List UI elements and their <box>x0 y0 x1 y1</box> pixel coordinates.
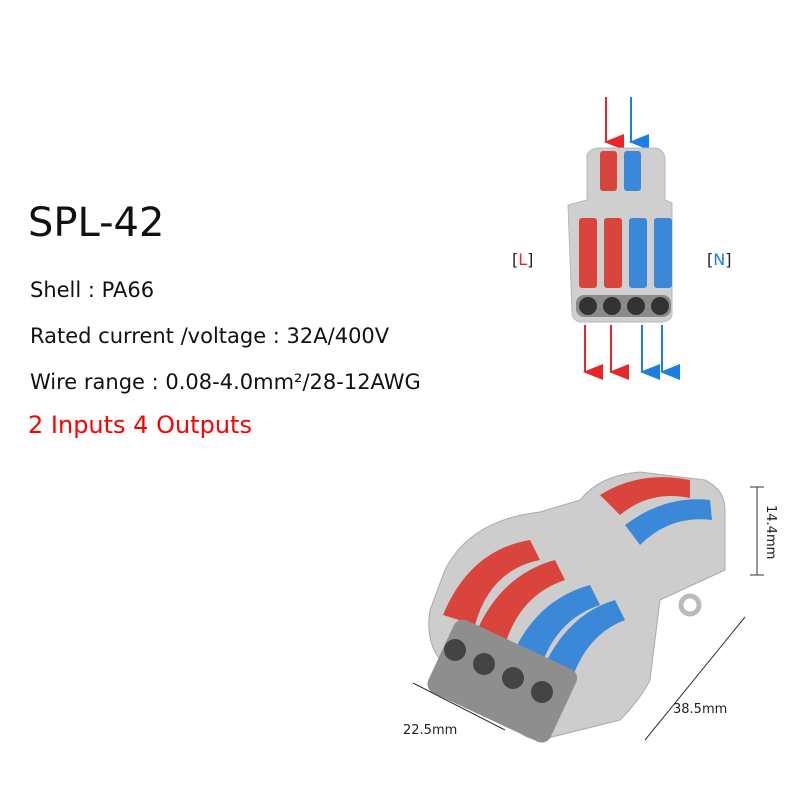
live-label: [L] <box>512 250 533 269</box>
connector-top-view <box>567 147 673 323</box>
spec-shell: Shell : PA66 <box>30 278 155 302</box>
io-description: 2 Inputs 4 Outputs <box>28 411 252 439</box>
spec-wire-range: Wire range : 0.08-4.0mm²/28-12AWG <box>30 370 421 394</box>
spec-rating: Rated current /voltage : 32A/400V <box>30 324 390 348</box>
dimension-lines <box>412 486 764 741</box>
model-title: SPL-42 <box>28 200 165 246</box>
bracket: ] <box>725 250 732 269</box>
neutral-label-text: N <box>713 250 726 269</box>
bracket: ] <box>527 250 534 269</box>
width-dimension: 22.5mm <box>403 723 458 738</box>
height-dimension: 14.4mm <box>763 505 778 560</box>
neutral-label: [N] <box>707 250 731 269</box>
input-arrows <box>604 97 649 150</box>
length-dimension: 38.5mm <box>673 702 728 717</box>
live-label-text: L <box>518 250 528 269</box>
connector-product-view <box>427 471 726 743</box>
bracket: [ <box>707 250 714 269</box>
output-arrows <box>583 325 680 380</box>
bracket: [ <box>512 250 519 269</box>
